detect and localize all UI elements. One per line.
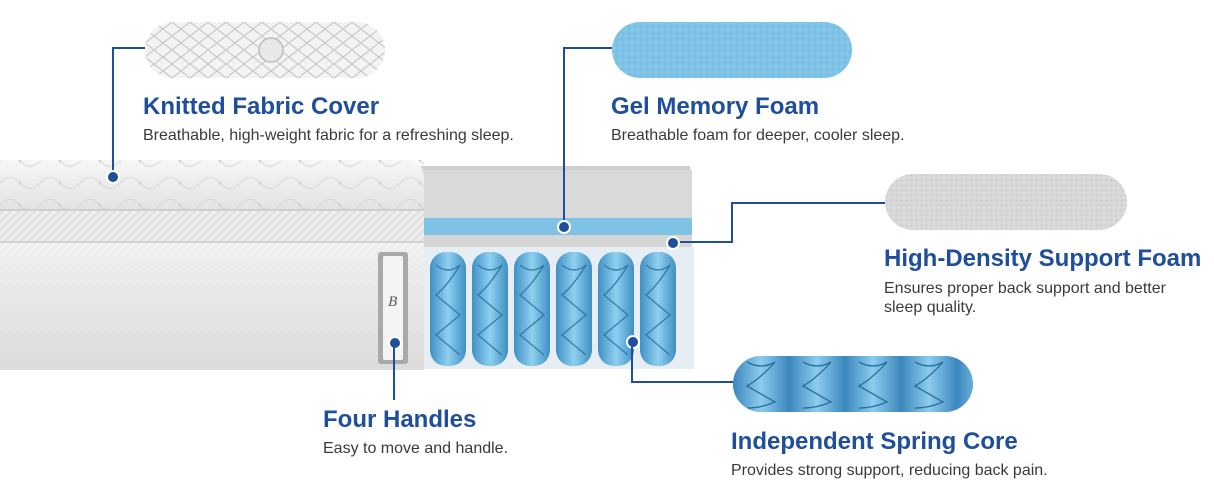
- mattress-cover: [0, 160, 424, 370]
- handles-title: Four Handles: [323, 406, 477, 433]
- knitted-desc: Breathable, high-weight fabric for a ref…: [143, 127, 514, 144]
- support-marker-dot: [666, 236, 680, 250]
- support-desc: Ensures proper back support and better s…: [884, 280, 1166, 316]
- svg-text:B: B: [387, 295, 398, 310]
- springs-title: Independent Spring Core: [731, 428, 1018, 455]
- handle-label-tag: B: [378, 252, 408, 364]
- handles-connector: [393, 346, 395, 400]
- springs-connector-v: [631, 345, 633, 383]
- handles-marker-dot: [388, 336, 402, 350]
- springs-connector-h: [631, 381, 733, 383]
- gel-connector-h: [563, 47, 612, 49]
- gel-title: Gel Memory Foam: [611, 93, 820, 120]
- gel-marker-dot: [557, 220, 571, 234]
- springs-desc: Provides strong support, reducing back p…: [731, 462, 1048, 479]
- gel-desc: Breathable foam for deeper, cooler sleep…: [611, 127, 905, 144]
- knitted-fabric-swatch: [145, 22, 385, 78]
- knitted-connector-h: [112, 47, 145, 49]
- knitted-title: Knitted Fabric Cover: [143, 93, 380, 120]
- support-title: High-Density Support Foam: [884, 245, 1202, 272]
- spring-core-swatch: [733, 356, 973, 412]
- support-connector-h2: [676, 241, 733, 243]
- spring-core-layer: [422, 247, 694, 369]
- gel-connector: [563, 47, 565, 225]
- support-foam-swatch: [885, 174, 1127, 230]
- gel-foam-swatch: [612, 22, 852, 78]
- support-connector-h: [731, 202, 885, 204]
- springs-marker-dot: [626, 335, 640, 349]
- support-connector-v: [731, 202, 733, 243]
- support-foam-layer: [418, 166, 692, 218]
- gel-foam-layer: [422, 218, 692, 247]
- mattress-illustration: B: [0, 160, 694, 370]
- knitted-connector: [112, 47, 114, 175]
- knitted-marker-dot: [106, 170, 120, 184]
- handles-desc: Easy to move and handle.: [323, 440, 509, 457]
